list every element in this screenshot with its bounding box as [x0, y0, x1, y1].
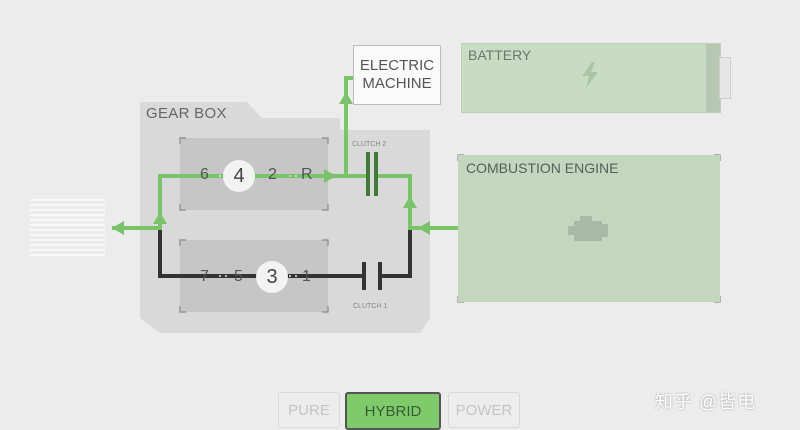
mode-hybrid-button[interactable]: HYBRID — [345, 392, 441, 430]
output-shaft-lines — [30, 199, 105, 256]
clutch-2 — [366, 152, 378, 196]
flow-arrows — [112, 92, 430, 235]
clutch-1 — [362, 262, 382, 290]
clutch-2-label: CLUTCH 2 — [352, 141, 387, 148]
combustion-engine-label: COMBUSTION ENGINE — [466, 160, 619, 176]
gear-7: 7 — [200, 268, 209, 285]
gear-1: 1 — [302, 268, 311, 285]
gear-2: 2 — [268, 166, 277, 183]
lower-shaft-path — [158, 230, 412, 278]
gearbox-label: GEAR BOX — [146, 105, 227, 122]
battery-label: BATTERY — [468, 47, 532, 63]
electric-machine-label: ELECTRIC MACHINE — [359, 57, 435, 92]
clutch-1-label: CLUTCH 1 — [353, 303, 388, 310]
electric-machine-box: ELECTRIC MACHINE — [353, 45, 441, 105]
gear-6: 6 — [200, 166, 209, 183]
engine-icon — [568, 216, 608, 241]
mode-power-button[interactable]: POWER — [448, 392, 520, 428]
watermark: 知乎 @皆电 — [655, 392, 757, 412]
mode-pure-button[interactable]: PURE — [278, 392, 340, 428]
battery-terminal — [719, 57, 731, 99]
gear-4-label: 4 — [233, 164, 245, 187]
gear-r: R — [301, 166, 313, 183]
gear-3-label: 3 — [266, 265, 278, 288]
gear-5: 5 — [234, 268, 243, 285]
lightning-bolt-icon — [582, 62, 598, 88]
gear-3-active: 3 — [256, 261, 288, 293]
gear-4-active: 4 — [223, 160, 255, 192]
